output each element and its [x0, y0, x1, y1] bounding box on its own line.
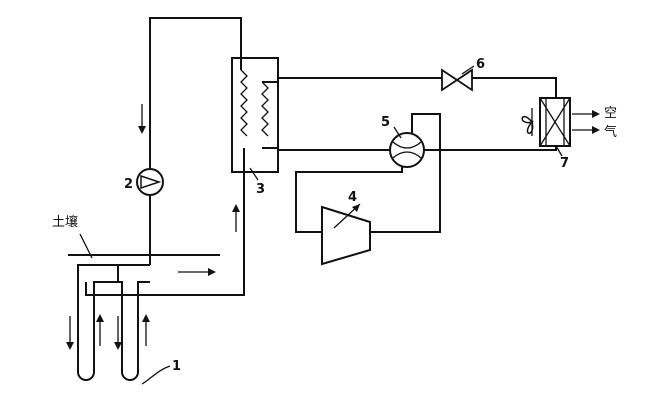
heat-exchanger: [231, 57, 279, 173]
label-four-way-valve: 5: [381, 115, 390, 130]
fan-icon: [521, 108, 535, 136]
leader-3: [249, 167, 259, 181]
u-tube-left: [77, 264, 150, 381]
return-manifold: [85, 282, 126, 296]
label-air-coil: 7: [560, 156, 569, 171]
u-tube-right: [117, 265, 150, 381]
flow-arrows: [66, 104, 240, 350]
leader-5: [393, 126, 402, 139]
exchanger-to-valve-line: [262, 147, 390, 151]
expansion-valve: [441, 68, 473, 92]
soil-label: 土壤: [52, 214, 78, 230]
air-flow-arrows: [572, 110, 600, 134]
refrigerant-top-line-right: [472, 77, 557, 98]
return-pipe-to-exchanger: [126, 148, 245, 296]
label-expansion-valve: 6: [476, 57, 485, 72]
soil-leader-line: [79, 233, 93, 259]
leader-7: [555, 145, 563, 157]
compressor: [321, 203, 371, 266]
leader-1: [141, 365, 171, 385]
coil-return-line: [424, 146, 557, 151]
valve-to-compressor-suction: [295, 167, 403, 233]
circulation-pump: [136, 168, 164, 196]
label-heat-exchanger: 3: [256, 182, 265, 197]
label-pump: 2: [124, 177, 133, 192]
valve-to-compressor-discharge: [370, 113, 441, 233]
label-borehole: 1: [172, 359, 181, 374]
refrigerant-top-line-left: [262, 77, 442, 83]
air-coil: [539, 97, 571, 147]
leader-6: [461, 65, 475, 75]
air-label-line1: 空: [604, 106, 617, 121]
four-way-valve: [389, 132, 425, 168]
air-label-line2: 气: [604, 124, 617, 140]
label-compressor: 4: [348, 190, 357, 205]
supply-pipe-upper: [149, 17, 242, 168]
